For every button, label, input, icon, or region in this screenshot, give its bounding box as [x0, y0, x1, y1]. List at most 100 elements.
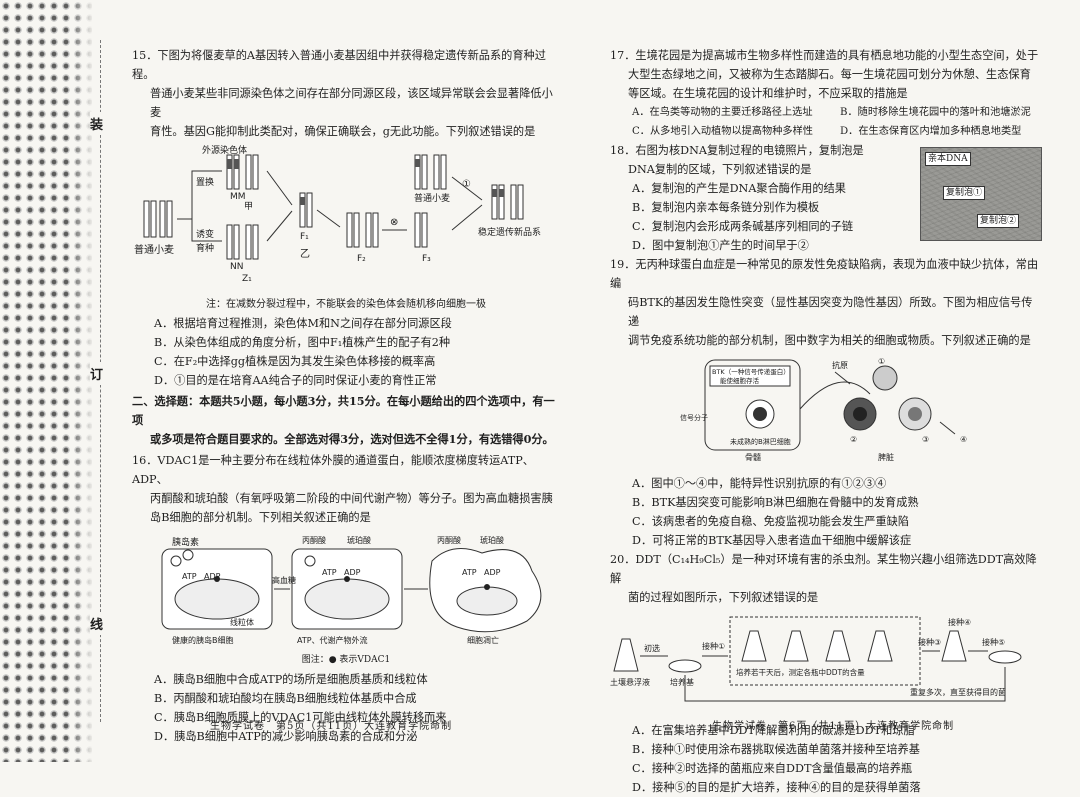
q19-label-marrow: 骨髓 — [745, 452, 761, 462]
q17-stem-1: 17．生境花园是为提高城市生物多样性而建造的具有栖息地功能的小型生态空间，处于 — [610, 49, 1039, 62]
question-17: 17．生境花园是为提高城市生物多样性而建造的具有栖息地功能的小型生态空间，处于 … — [610, 46, 1042, 141]
q20-label-initial: 初选 — [644, 643, 660, 653]
q19-option-b: B．BTK基因突变可能影响B淋巴细胞在骨髓中的发育成熟 — [632, 496, 919, 509]
q15-label-breed: 育种 — [196, 242, 214, 254]
q15-label-z1: Z₁ — [242, 274, 252, 284]
q15-option-b: B．从染色体组成的角度分析，图中F₁植株产生的配子有2种 — [154, 336, 451, 349]
q16-option-c: C．胰岛B细胞质膜上的VDAC1可能由线粒体外膜转移而来 — [154, 711, 447, 724]
q19-label-n2: ② — [850, 435, 857, 444]
q19-label-signal: 信号分子 — [680, 413, 708, 422]
q15-option-a: A．根据培育过程推测，染色体M和N之间存在部分同源区段 — [154, 317, 452, 330]
question-19: 19．无丙种球蛋白血症是一种常见的原发性免疫缺陷病，表现为血液中缺少抗体，常由编… — [610, 255, 1042, 550]
q15-stem-1: 15．下图为将偃麦草的A基因转入普通小麦基因组中并获得稳定遗传新品系的育种过程。 — [132, 49, 546, 81]
q20-label-soil: 土壤悬浮液 — [610, 677, 650, 687]
q16-label-efflux: ATP、代谢产物外流 — [297, 635, 368, 645]
q20-screening-diagram: 土壤悬浮液 初选 接种① 培养基 接种③ 接种④ 接种⑤ 培养若干天后，测定各瓶… — [610, 616, 1022, 702]
q18-option-c: C．复制泡内会形成两条碱基序列相同的子链 — [632, 220, 854, 233]
section-heading: 二、选择题：本题共5小题，每小题3分，共15分。在每小题给出的四个选项中，有一项… — [132, 392, 560, 449]
q15-label-mm: MM — [230, 192, 246, 202]
question-20: 20．DDT（C₁₄H₉Cl₅）是一种对环境有害的杀虫剂。某生物兴趣小组筛选DD… — [610, 550, 1042, 797]
q20-label-inoc3: 接种③ — [918, 637, 941, 647]
q16-option-b: B．丙酮酸和琥珀酸均在胰岛B细胞线粒体基质中合成 — [154, 692, 417, 705]
q15-label-self: ⊗ — [390, 217, 398, 228]
q16-label-pyruvate1: 丙酮酸 — [302, 535, 326, 545]
binding-char-2: 订 — [90, 362, 104, 385]
q19-stem-2: 码BTK的基因发生隐性突变（显性基因突变为隐性基因）所致。下图为相应信号传递 — [628, 296, 1033, 328]
q16-label-healthy: 健康的胰岛B细胞 — [172, 635, 234, 645]
q17-option-a: A．在鸟类等动物的主要迁移路径上选址 — [632, 107, 813, 118]
q15-label-jia: 甲 — [244, 201, 253, 212]
q20-option-b: B．接种①时使用涂布器挑取候选菌单菌落并接种至培养基 — [632, 743, 920, 756]
q18-option-d: D．图中复制泡①产生的时间早于② — [632, 239, 809, 252]
q16-label-atp3: ATP — [462, 568, 477, 577]
right-footer: 生物学试卷 第6页（共11页）大连教育学院命制 — [712, 721, 955, 732]
q15-stem-3: 育性。基因G能抑制此类配对，确保正确联会，g无此功能。下列叙述错误的是 — [150, 125, 536, 138]
q19-label-n4: ④ — [960, 435, 967, 444]
q19-btk-diagram: BTK（一种信号传递蛋白） 能使细胞存活 信号分子 未成熟的B淋巴细胞 骨髓 抗… — [680, 357, 967, 462]
q16-label-insulin: 胰岛素 — [172, 536, 199, 548]
q16-label-hyperglycemia: 高血糖 — [272, 575, 296, 585]
q20-option-a: A．在富集培养基中DDT降解菌利用的碳源是DDT和琼脂 — [632, 724, 915, 737]
q18-label-bubble2: 复制泡② — [977, 214, 1020, 228]
q19-option-c: C．该病患者的免疫自稳、免疫监视功能会发生严重缺陷 — [632, 515, 910, 528]
q18-label-bubble1: 复制泡① — [943, 186, 986, 200]
q17-option-d: D．在生态保育区内增加多种栖息地类型 — [840, 126, 1022, 137]
left-page: 15．下图为将偃麦草的A基因转入普通小麦基因组中并获得稳定遗传新品系的育种过程。… — [132, 46, 560, 746]
q15-label-f3: F₃ — [422, 254, 431, 264]
question-18: 18．右图为核DNA复制过程的电镜照片，复制泡是 DNA复制的区域，下列叙述错误… — [610, 141, 1042, 255]
q18-label-parent-dna: 亲本DNA — [925, 152, 971, 166]
q15-option-d: D．①目的是在培育AA纯合子的同时保证小麦的育性正常 — [154, 374, 437, 387]
q16-label-adp3: ADP — [484, 568, 501, 577]
q15-label-step1: ① — [462, 179, 471, 190]
q16-label-adp2: ADP — [344, 568, 361, 577]
q16-label-atp2: ATP — [322, 568, 337, 577]
q15-label-f2: F₂ — [357, 254, 366, 264]
left-footer: 生物学试卷 第5页（共11页）大连教育学院命制 — [210, 721, 453, 732]
q16-option-d: D．胰岛B细胞中ATP的减少影响胰岛素的合成和分泌 — [154, 730, 418, 743]
question-16: 16．VDAC1是一种主要分布在线粒体外膜的通道蛋白，能顺浓度梯度转运ATP、A… — [132, 451, 560, 746]
q20-option-d: D．接种⑤的目的是扩大培养，接种④的目的是获得单菌落 — [632, 781, 921, 794]
q16-stem-3: 岛B细胞的部分机制。下列相关叙述正确的是 — [150, 511, 371, 524]
right-page: 17．生境花园是为提高城市生物多样性而建造的具有栖息地功能的小型生态空间，处于 … — [610, 46, 1042, 797]
q20-stem-2: 菌的过程如图所示，下列叙述错误的是 — [628, 591, 819, 604]
q15-label-f1: F₁ — [300, 232, 309, 242]
q15-label-wheat: 普通小麦 — [134, 243, 174, 256]
q16-stem-2: 丙酮酸和琥珀酸（有氧呼吸第二阶段的中间代谢产物）等分子。图为高血糖损害胰 — [150, 492, 553, 505]
q15-label-wheat2: 普通小麦 — [414, 192, 450, 204]
q19-label-antigen: 抗原 — [832, 360, 848, 370]
q16-label-apoptosis: 细胞凋亡 — [467, 635, 499, 645]
q18-stem-2: DNA复制的区域，下列叙述错误的是 — [628, 163, 812, 176]
q15-option-c: C．在F₂中选择gg植株是因为其发生染色体移接的概率高 — [154, 355, 436, 368]
q17-stem-3: 等区域。在生境花园的设计和维护时，不应采取的措施是 — [628, 87, 908, 100]
section-line-1: 二、选择题：本题共5小题，每小题3分，共15分。在每小题给出的四个选项中，有一项 — [132, 394, 555, 427]
q16-label-succinate1: 琥珀酸 — [347, 535, 371, 545]
q15-breeding-diagram: 普通小麦 外源染色体 置换 MM 甲 诱变 育种 NN Z₁ F₁ 乙 F₂ ⊗… — [134, 144, 541, 284]
q20-stem-1: 20．DDT（C₁₄H₉Cl₅）是一种对环境有害的杀虫剂。某生物兴趣小组筛选DD… — [610, 553, 1037, 585]
q18-electron-micrograph: 亲本DNA 复制泡① 复制泡② — [920, 147, 1042, 241]
q20-label-repeat: 重复多次，直至获得目的菌 — [910, 687, 1006, 697]
section-line-2: 或多项是符合题目要求的。全部选对得3分，选对但选不全得1分，有选错得0分。 — [150, 432, 554, 446]
q16-label-succinate2: 琥珀酸 — [480, 535, 504, 545]
q18-option-a: A．复制泡的产生是DNA聚合酶作用的结果 — [632, 182, 846, 195]
q19-label-n1: ① — [878, 357, 885, 366]
q15-note: 注：在减数分裂过程中，不能联会的染色体会随机移向细胞一极 — [206, 299, 486, 310]
q20-label-measure: 培养若干天后，测定各瓶中DDT的含量 — [736, 667, 865, 677]
q17-option-b: B．随时移除生境花园中的落叶和池塘淤泥 — [840, 107, 1031, 118]
q15-label-nn: NN — [230, 262, 243, 272]
q15-label-foreign: 外源染色体 — [202, 145, 247, 156]
q19-option-a: A．图中①～④中，能特异性识别抗原的有①②③④ — [632, 477, 887, 490]
q16-legend: 图注：● 表示VDAC1 — [301, 655, 391, 665]
q19-stem-1: 19．无丙种球蛋白血症是一种常见的原发性免疫缺陷病，表现为血液中缺少抗体，常由编 — [610, 258, 1039, 290]
q16-option-a: A．胰岛B细胞中合成ATP的场所是细胞质基质和线粒体 — [154, 673, 428, 686]
q16-label-mito: 线粒体 — [230, 617, 254, 627]
q20-label-inoc5: 接种⑤ — [982, 637, 1005, 647]
q19-label-spleen: 脾脏 — [878, 452, 894, 462]
q16-vdac1-diagram: 胰岛素 ATP ADP 线粒体 丙酮酸 琥珀酸 ATP ADP 高血糖 丙酮酸 … — [161, 535, 542, 645]
q20-label-medium: 培养基 — [670, 677, 694, 687]
q16-label-pyruvate2: 丙酮酸 — [437, 535, 461, 545]
q18-option-b: B．复制泡内亲本每条链分别作为模板 — [632, 201, 820, 214]
question-15: 15．下图为将偃麦草的A基因转入普通小麦基因组中并获得稳定遗传新品系的育种过程。… — [132, 46, 560, 390]
q19-label-btk: BTK（一种信号传递蛋白） — [712, 367, 790, 376]
q19-label-immature-b: 未成熟的B淋巴细胞 — [730, 437, 791, 446]
q20-label-inoc4: 接种④ — [948, 617, 971, 627]
